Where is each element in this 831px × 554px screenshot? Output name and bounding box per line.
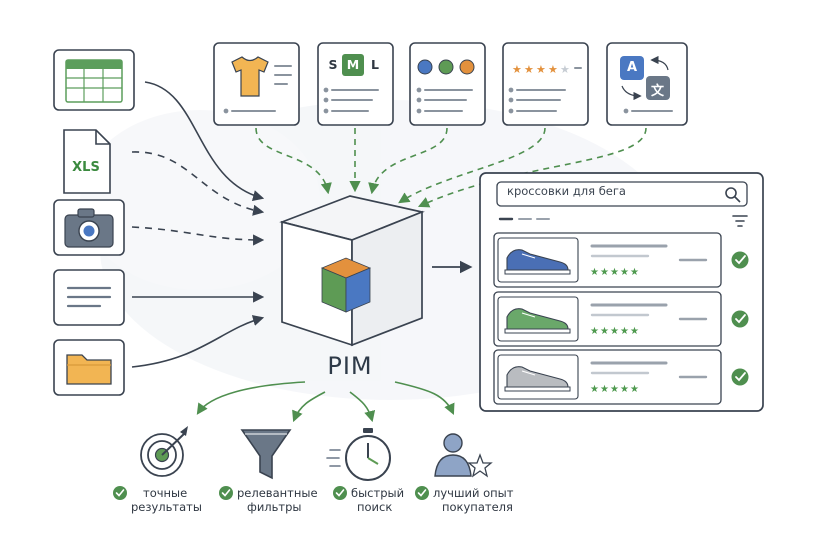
rating-star-icon: ★ xyxy=(620,267,629,278)
check-icon xyxy=(113,486,127,500)
rating-star-icon: ★ xyxy=(610,384,619,395)
size-m-highlight xyxy=(342,54,364,76)
source-tshirt-card xyxy=(213,42,300,126)
benefit-line1: быстрый xyxy=(351,486,405,500)
running-shoe-icon xyxy=(504,308,571,334)
translate-source-letter: A xyxy=(627,60,638,75)
check-icon xyxy=(731,368,749,386)
source-xls-file xyxy=(63,129,111,194)
svg-text:★: ★ xyxy=(512,63,522,76)
svg-text:★: ★ xyxy=(536,63,546,76)
benefit-line1: лучший опыт xyxy=(433,486,514,500)
benefit-fast-search: быстрый поиск xyxy=(332,486,452,514)
top-connectors xyxy=(255,127,647,208)
rating-star-icon: ★ xyxy=(600,326,609,337)
left-connectors xyxy=(131,81,265,368)
camera-icon xyxy=(64,208,114,248)
rating-star-icon: ★ xyxy=(630,326,639,337)
rating-star-icon: ★ xyxy=(630,267,639,278)
color-swatches-icon xyxy=(417,59,475,75)
rating-star-icon: ★ xyxy=(590,267,599,278)
source-camera xyxy=(53,199,125,256)
benefit-connectors xyxy=(196,381,455,423)
source-sizes-card xyxy=(317,42,394,126)
benefit-line2: результаты xyxy=(131,500,202,514)
pim-label: PIM xyxy=(327,352,373,380)
rating-star-icon: ★ xyxy=(590,384,599,395)
folder-icon xyxy=(66,354,112,385)
target-icon xyxy=(140,426,188,477)
size-option-s: S xyxy=(328,57,338,72)
benefit-line1: точные xyxy=(143,486,188,500)
rating-star-icon: ★ xyxy=(630,384,639,395)
rating-star-icon: ★ xyxy=(590,326,599,337)
benefit-best-experience: лучший опыт покупателя xyxy=(414,486,534,514)
text-lines-icon xyxy=(66,286,112,308)
check-icon xyxy=(333,486,347,500)
running-shoe-icon xyxy=(504,249,571,275)
search-query: кроссовки для бега xyxy=(507,184,626,198)
running-shoe-icon xyxy=(504,366,571,392)
source-text-document xyxy=(53,269,125,326)
source-folder xyxy=(53,339,125,396)
spreadsheet-icon xyxy=(65,59,123,103)
result-row[interactable]: ★★★★★ xyxy=(493,291,749,347)
sort-filter-icon xyxy=(732,215,748,227)
benefit-checks xyxy=(113,486,429,500)
check-icon xyxy=(731,251,749,269)
translate-target-letter: 文 xyxy=(651,84,665,99)
rating-star-icon: ★ xyxy=(610,326,619,337)
benefit-line2: поиск xyxy=(357,500,393,514)
benefit-relevant-filters: релевантные фильтры xyxy=(218,486,338,514)
svg-text:★: ★ xyxy=(524,63,534,76)
source-spreadsheet xyxy=(53,49,135,111)
benefit-accurate-results: точные результаты xyxy=(112,486,232,514)
check-icon xyxy=(731,310,749,328)
check-icon xyxy=(219,486,233,500)
benefit-line2: фильтры xyxy=(247,500,302,514)
rating-stars-icon: ★★★★ ★ xyxy=(512,63,570,76)
result-row[interactable]: ★★★★★ xyxy=(493,232,749,288)
result-rows: ★★★★★★★★★★★★★★★ xyxy=(493,232,749,405)
pim-cube xyxy=(279,195,425,347)
user-star-icon xyxy=(434,433,493,478)
xls-label: XLS xyxy=(72,160,100,175)
translate-icon xyxy=(620,55,670,101)
rating-star-icon: ★ xyxy=(600,384,609,395)
source-translation-card xyxy=(606,42,688,126)
benefit-line1: релевантные xyxy=(237,486,318,500)
search-icon xyxy=(725,187,741,203)
tshirt-icon xyxy=(231,56,269,97)
rating-star-icon: ★ xyxy=(620,384,629,395)
stopwatch-icon xyxy=(326,428,391,481)
source-rating-card: ★★★★ ★ xyxy=(502,42,589,126)
size-option-m: M xyxy=(346,57,360,72)
pim-logo-icon xyxy=(320,257,372,313)
rating-star-icon: ★ xyxy=(620,326,629,337)
search-box xyxy=(496,181,748,207)
svg-text:★: ★ xyxy=(560,63,570,76)
size-option-l: L xyxy=(371,57,379,72)
source-colors-card xyxy=(409,42,486,126)
result-row[interactable]: ★★★★★ xyxy=(493,349,749,405)
svg-text:★: ★ xyxy=(548,63,558,76)
check-icon xyxy=(415,486,429,500)
rating-star-icon: ★ xyxy=(600,267,609,278)
rating-star-icon: ★ xyxy=(610,267,619,278)
benefit-line2: покупателя xyxy=(442,500,513,514)
funnel-icon xyxy=(240,429,292,480)
